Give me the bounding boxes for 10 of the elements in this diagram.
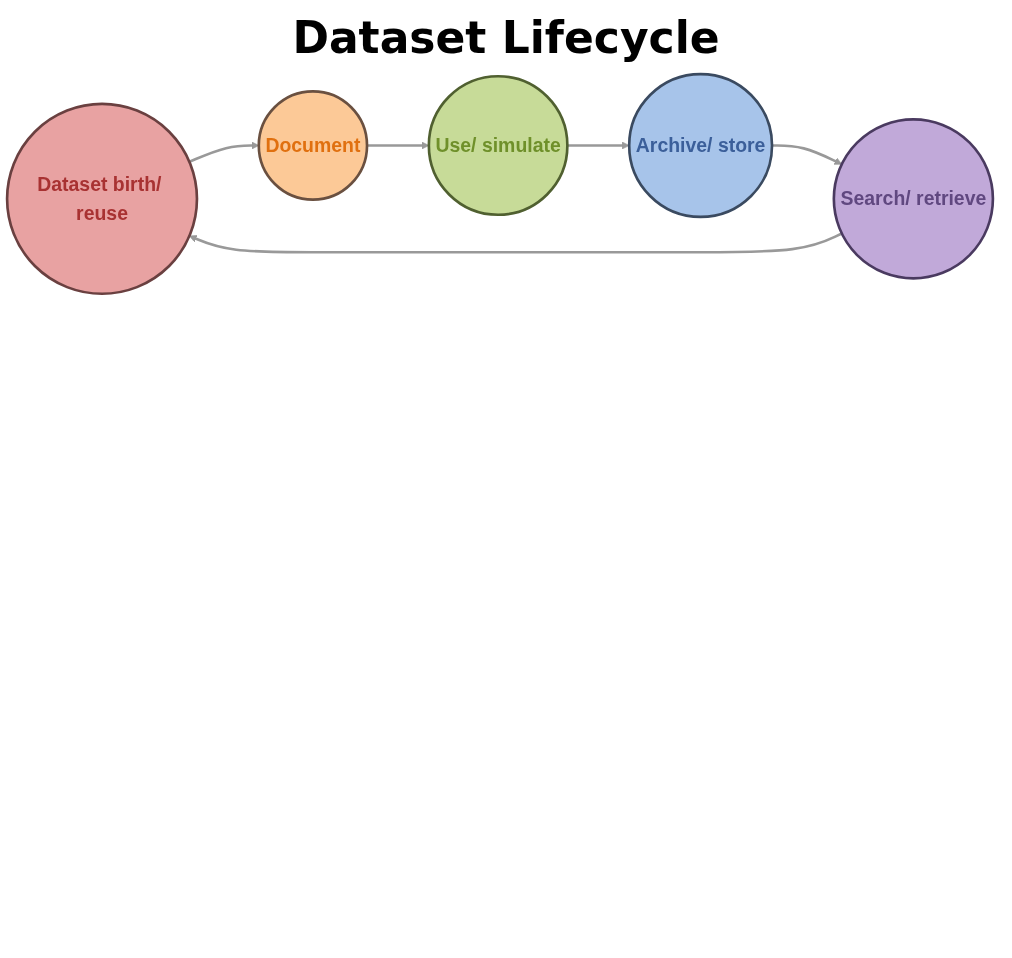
diagram-title: Dataset Lifecycle <box>291 12 721 63</box>
node-circle: Dataset birth/ reuse <box>5 102 199 296</box>
arrow <box>189 232 843 254</box>
arrow <box>772 144 843 165</box>
arrow <box>367 141 430 150</box>
node-circle: Search/ retrieve <box>832 118 995 280</box>
arrow <box>567 141 630 150</box>
node-circle: Document <box>257 90 369 201</box>
node-circle: Archive/ store <box>627 72 774 219</box>
node-circle: Use/ simulate <box>427 74 569 217</box>
